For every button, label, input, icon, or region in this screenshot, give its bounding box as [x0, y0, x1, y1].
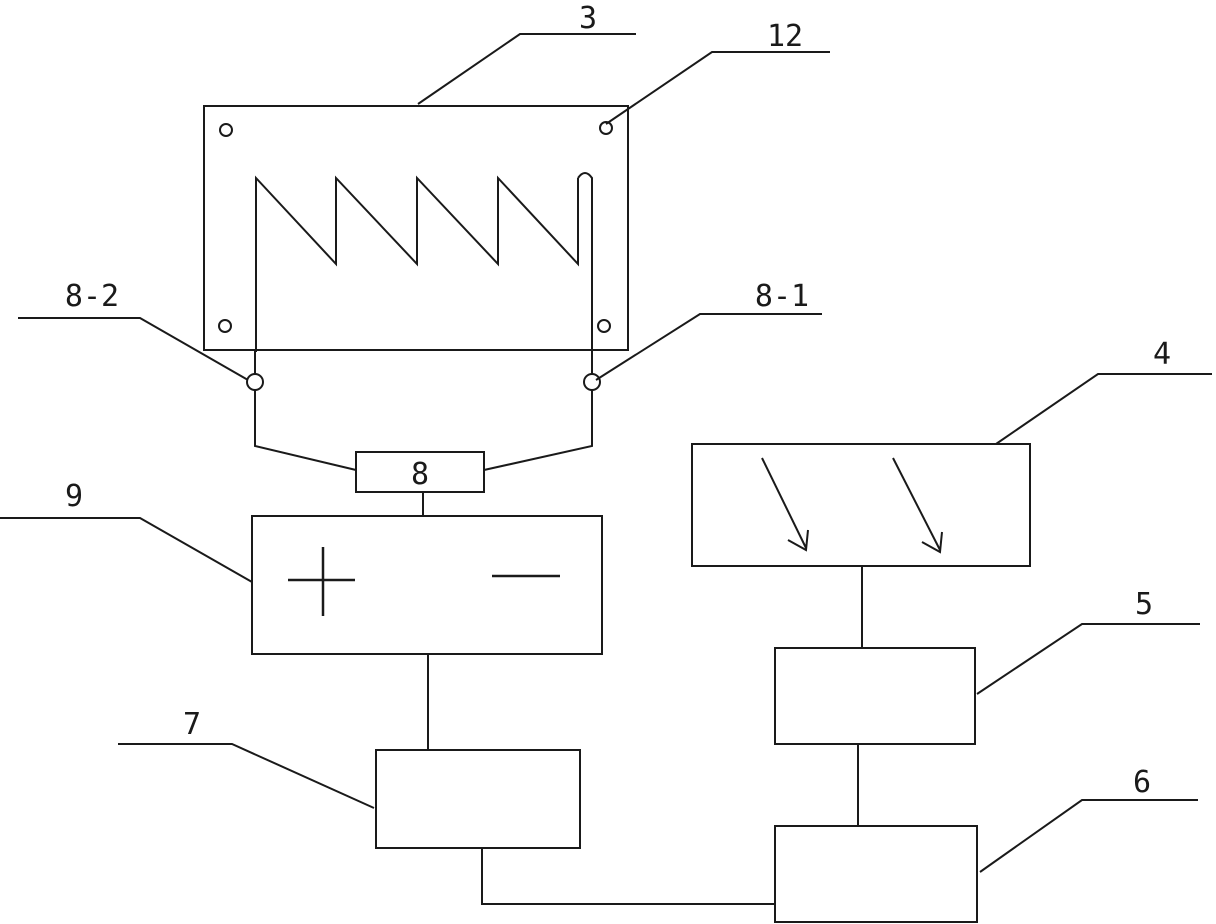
controller-box	[375, 749, 581, 849]
label-4: 4	[1153, 337, 1171, 372]
label-8-1: 8-1	[755, 279, 809, 314]
connector-box	[355, 451, 485, 493]
leader-lines	[0, 33, 1212, 873]
terminal-wiring	[246, 350, 601, 471]
mounting-hole-icon	[219, 123, 233, 137]
terminal-8-2-icon	[246, 373, 264, 391]
heater-panel	[203, 105, 629, 352]
heater-coil-return-icon	[577, 172, 593, 352]
label-6: 6	[1133, 765, 1151, 800]
charge-controller-box	[774, 647, 976, 745]
wire	[483, 390, 593, 471]
terminal-8-1-icon	[583, 373, 601, 391]
label-9: 9	[65, 479, 83, 514]
solar-panel-box	[691, 443, 1031, 567]
label-8-2: 8-2	[65, 279, 119, 314]
mounting-hole-icon	[599, 121, 613, 135]
label-7: 7	[183, 707, 201, 742]
label-8: 8	[411, 457, 429, 492]
light-arrow-icon	[761, 457, 943, 554]
label-5: 5	[1135, 587, 1153, 622]
mounting-hole-icon	[218, 319, 232, 333]
heater-coil-icon	[255, 175, 579, 352]
wire	[254, 390, 357, 471]
label-3: 3	[579, 1, 597, 36]
mounting-hole-icon	[597, 319, 611, 333]
label-12: 12	[767, 19, 803, 54]
wire	[481, 848, 775, 905]
storage-box	[774, 825, 978, 923]
battery-box	[251, 515, 603, 655]
